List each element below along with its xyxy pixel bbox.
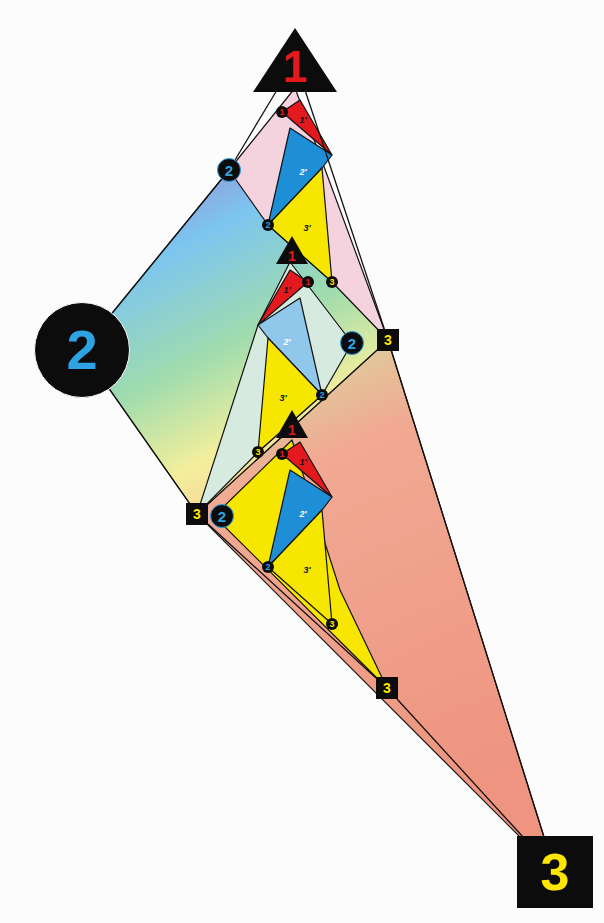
yellow-triangle [268, 510, 332, 624]
vertex-number: 3 [541, 846, 570, 898]
part-label: 2' [299, 510, 306, 519]
vertex-triangle: 1 [276, 236, 308, 264]
vertex-square: 3 [377, 329, 399, 351]
part-label: 1' [299, 458, 306, 467]
outline-edge [397, 699, 522, 836]
vertex-number: 2 [66, 322, 97, 378]
circle-shape [35, 303, 130, 398]
part-label: 2' [283, 338, 290, 347]
vertex-number: 1 [288, 249, 296, 263]
vertex-marker: 2 [262, 561, 274, 573]
vertex-square: 3 [376, 677, 398, 699]
square-shape [377, 329, 399, 351]
vertex-circle: 2 [34, 302, 130, 398]
part-label: 3' [279, 394, 286, 403]
vertex-triangle: 1 [276, 410, 308, 438]
vertex-number: 3 [384, 333, 392, 347]
triangle-shape [253, 28, 337, 92]
square-shape [186, 503, 208, 525]
vertex-marker: 1 [276, 448, 288, 460]
vertex-circle: 2 [340, 331, 364, 355]
circle-shape [211, 505, 234, 528]
vertex-square: 3 [186, 503, 208, 525]
vertex-marker: 1 [276, 106, 288, 118]
part-label: 1' [299, 116, 306, 125]
part-label: 3' [303, 566, 310, 575]
part-label: 2' [299, 168, 306, 177]
vertex-number: 3 [383, 681, 391, 695]
vertex-number: 2 [225, 163, 233, 178]
vertex-number: 3 [193, 507, 201, 521]
vertex-circle: 2 [210, 504, 234, 528]
vertex-marker: 3 [326, 618, 338, 630]
part-label: 1' [283, 286, 290, 295]
yellow-triangle [258, 338, 322, 452]
outline-edge [235, 92, 276, 160]
vertex-triangle: 1 [253, 28, 337, 92]
outline-edge [306, 92, 385, 329]
vertex-square: 3 [517, 836, 593, 908]
triangle-shape [276, 236, 308, 264]
vertex-number: 1 [283, 45, 307, 89]
triangle-shape [276, 410, 308, 438]
vertex-marker: 1 [302, 276, 314, 288]
vertex-marker: 3 [326, 276, 338, 288]
circle-shape [341, 332, 364, 355]
outline-edge [110, 389, 190, 503]
vertex-number: 2 [218, 509, 226, 524]
square-shape [517, 836, 593, 908]
vertex-marker: 2 [316, 389, 328, 401]
part-label: 3' [303, 224, 310, 233]
yellow-region [214, 440, 387, 688]
vertex-marker: 3 [252, 446, 264, 458]
outline-edge [112, 179, 221, 313]
vertex-number: 1 [288, 423, 296, 437]
square-shape [376, 677, 398, 699]
outline-edge [208, 524, 376, 678]
circle-shape [218, 159, 241, 182]
vertex-number: 2 [348, 336, 356, 351]
vertex-marker: 2 [262, 219, 274, 231]
yellow-triangle [268, 168, 332, 282]
vertex-circle: 2 [217, 158, 241, 182]
outline-edge [391, 351, 543, 836]
